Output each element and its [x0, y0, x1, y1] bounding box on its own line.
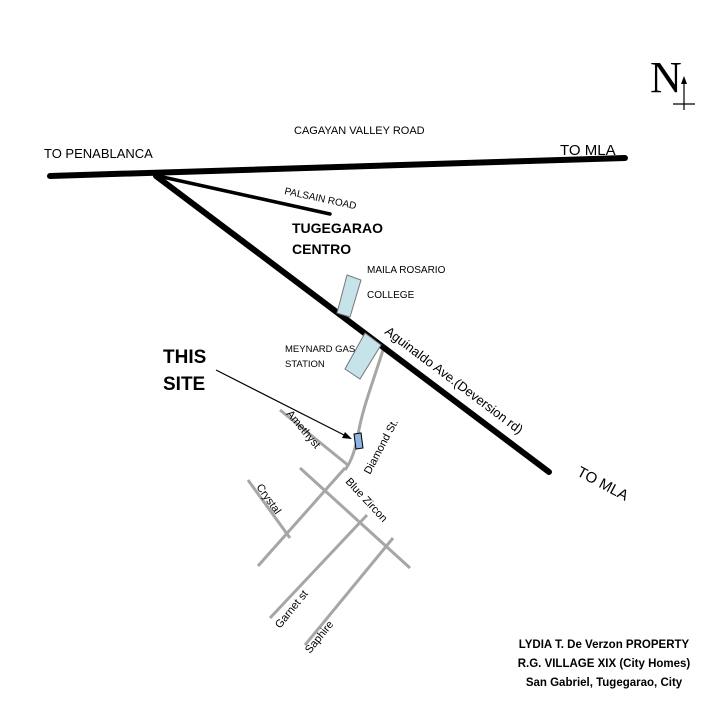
meynard-gas-station-building — [344, 332, 382, 380]
palsain-road — [156, 174, 332, 216]
property-line-2: R.G. VILLAGE XIX (City Homes) — [518, 658, 691, 670]
north-letter: N — [650, 53, 682, 102]
maila-rosario-label-1: MAILA ROSARIO — [367, 265, 446, 276]
aguinaldo-ave — [153, 173, 552, 475]
crystal-line — [256, 467, 347, 567]
site-pointer-arrow — [215, 369, 352, 439]
subdivision-streets — [246, 349, 412, 646]
saphire-line — [303, 537, 395, 646]
this-site-label-1: THIS — [163, 347, 206, 368]
this-site-label-2: SITE — [163, 374, 205, 395]
tugegarao-centro-label-2: CENTRO — [292, 241, 351, 257]
meynard-gas-label-2: STATION — [285, 359, 325, 370]
maila-rosario-college-building — [336, 274, 362, 318]
maila-rosario-label-2: COLLEGE — [367, 290, 415, 301]
amethyst-line — [279, 408, 350, 468]
palsain-road-label: PALSAIN ROAD — [283, 186, 357, 212]
site-marker — [353, 432, 364, 450]
crystal-label: Crystal — [254, 482, 283, 517]
cagayan-valley-road — [47, 155, 628, 179]
saphire-label: Saphire — [303, 619, 336, 656]
property-line-3: San Gabriel, Tugegarao, City — [526, 677, 683, 689]
diamond-st-label: Diamond St. — [362, 417, 401, 476]
blue-zircon-line — [298, 466, 412, 570]
aguinaldo-ave-label: Aguinaldo Ave.(Deversion rd) — [382, 323, 526, 437]
tugegarao-centro-label-1: TUGEGARAO — [292, 220, 383, 236]
property-line-1: LYDIA T. De Verzon PROPERTY — [519, 639, 690, 651]
crystal-stub — [246, 479, 292, 539]
to-penablanca-label: TO PENABLANCA — [44, 146, 153, 161]
cagayan-valley-road-label: CAGAYAN VALLEY ROAD — [294, 125, 425, 137]
property-info: LYDIA T. De Verzon PROPERTY R.G. VILLAGE… — [518, 639, 691, 689]
north-arrow: N — [650, 53, 695, 110]
main-roads — [47, 155, 628, 475]
to-mla-bottom-label: TO MLA — [574, 464, 631, 505]
meynard-gas-label-1: MEYNARD GAS — [285, 344, 355, 355]
to-mla-top-label: TO MLA — [560, 142, 616, 159]
garnet-line — [268, 513, 369, 620]
north-arrow-head — [681, 76, 687, 84]
